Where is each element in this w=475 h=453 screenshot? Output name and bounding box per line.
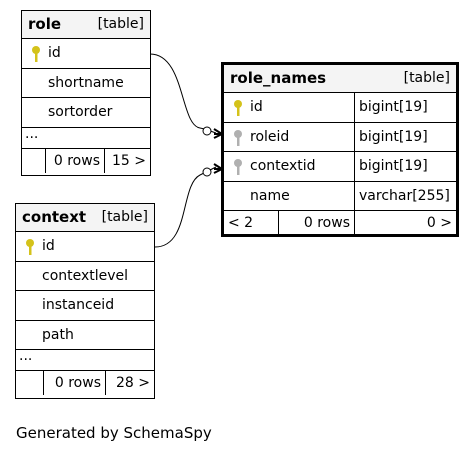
table-type: [table] (403, 70, 450, 86)
table-header[interactable]: role_names [table] (224, 65, 456, 93)
children-count[interactable]: 28 > (105, 371, 154, 395)
table-footer: 0 rows 28 > (16, 371, 154, 395)
table-type: [table] (101, 209, 148, 225)
role-table[interactable]: role [table] id shortname sortorder ... … (21, 10, 151, 176)
table-header[interactable]: role [table] (22, 11, 150, 39)
table-footer: < 2 0 rows 0 > (224, 211, 456, 235)
column-name: sortorder (48, 104, 113, 120)
table-footer: 0 rows 15 > (22, 148, 150, 173)
column-row-sortorder[interactable]: sortorder (22, 98, 150, 128)
foreign-key-icon (234, 159, 242, 175)
row-count: 0 rows (278, 211, 354, 235)
foreign-key-icon (234, 129, 242, 146)
context-table[interactable]: context [table] id contextlevel instance… (15, 203, 155, 399)
row-count: 0 rows (45, 148, 104, 173)
role-to-role-names-link (149, 53, 217, 134)
row-count: 0 rows (43, 371, 105, 395)
role-link-optional-marker (202, 126, 212, 136)
more-columns-indicator: ... (22, 125, 150, 149)
parents-cell (16, 371, 43, 395)
primary-key-icon (234, 100, 242, 116)
column-name: name (250, 187, 290, 204)
role-names-table[interactable]: role_names [table] id bigint[19] roleid … (221, 62, 459, 237)
column-row-instanceid[interactable]: instanceid (16, 291, 154, 321)
parents-cell (22, 149, 45, 173)
table-header[interactable]: context [table] (16, 204, 154, 232)
column-type: varchar[255] (354, 181, 450, 210)
column-row-id[interactable]: id (16, 232, 154, 262)
column-type: bigint[19] (354, 93, 428, 122)
ellipsis: ... (25, 125, 39, 142)
column-row-roleid[interactable]: roleid bigint[19] (224, 122, 456, 152)
column-row-id[interactable]: id (22, 39, 150, 69)
column-row-name[interactable]: name varchar[255] (224, 181, 456, 211)
column-row-contextlevel[interactable]: contextlevel (16, 262, 154, 291)
column-name: path (42, 326, 74, 343)
children-count[interactable]: 0 > (354, 211, 456, 235)
ellipsis: ... (19, 348, 33, 364)
column-row-contextid[interactable]: contextid bigint[19] (224, 152, 456, 182)
column-row-path[interactable]: path (16, 321, 154, 350)
column-name: id (250, 99, 263, 115)
column-type: bigint[19] (354, 122, 428, 151)
generator-caption: Generated by SchemaSpy (16, 424, 212, 442)
primary-key-icon (32, 46, 40, 62)
column-name: id (48, 45, 61, 61)
column-name: contextid (250, 158, 316, 174)
table-name[interactable]: context (22, 208, 87, 226)
column-row-id[interactable]: id bigint[19] (224, 93, 456, 123)
parents-count[interactable]: < 2 (228, 215, 254, 231)
table-type: [table] (97, 16, 144, 32)
context-link-crowfoot (213, 163, 223, 174)
column-name: instanceid (42, 297, 115, 313)
table-name[interactable]: role_names (230, 69, 327, 87)
column-row-shortname[interactable]: shortname (22, 69, 150, 98)
context-to-role-names-link (154, 166, 217, 248)
column-name: shortname (48, 74, 124, 91)
primary-key-icon (26, 239, 34, 255)
more-columns-indicator: ... (16, 348, 154, 371)
children-count[interactable]: 15 > (104, 148, 150, 173)
column-name: id (42, 238, 55, 254)
column-name: contextlevel (42, 267, 129, 284)
context-link-optional-marker (202, 167, 212, 177)
column-type: bigint[19] (354, 152, 428, 181)
column-name: roleid (250, 128, 290, 145)
role-link-crowfoot (213, 128, 223, 139)
table-name[interactable]: role (28, 15, 62, 33)
